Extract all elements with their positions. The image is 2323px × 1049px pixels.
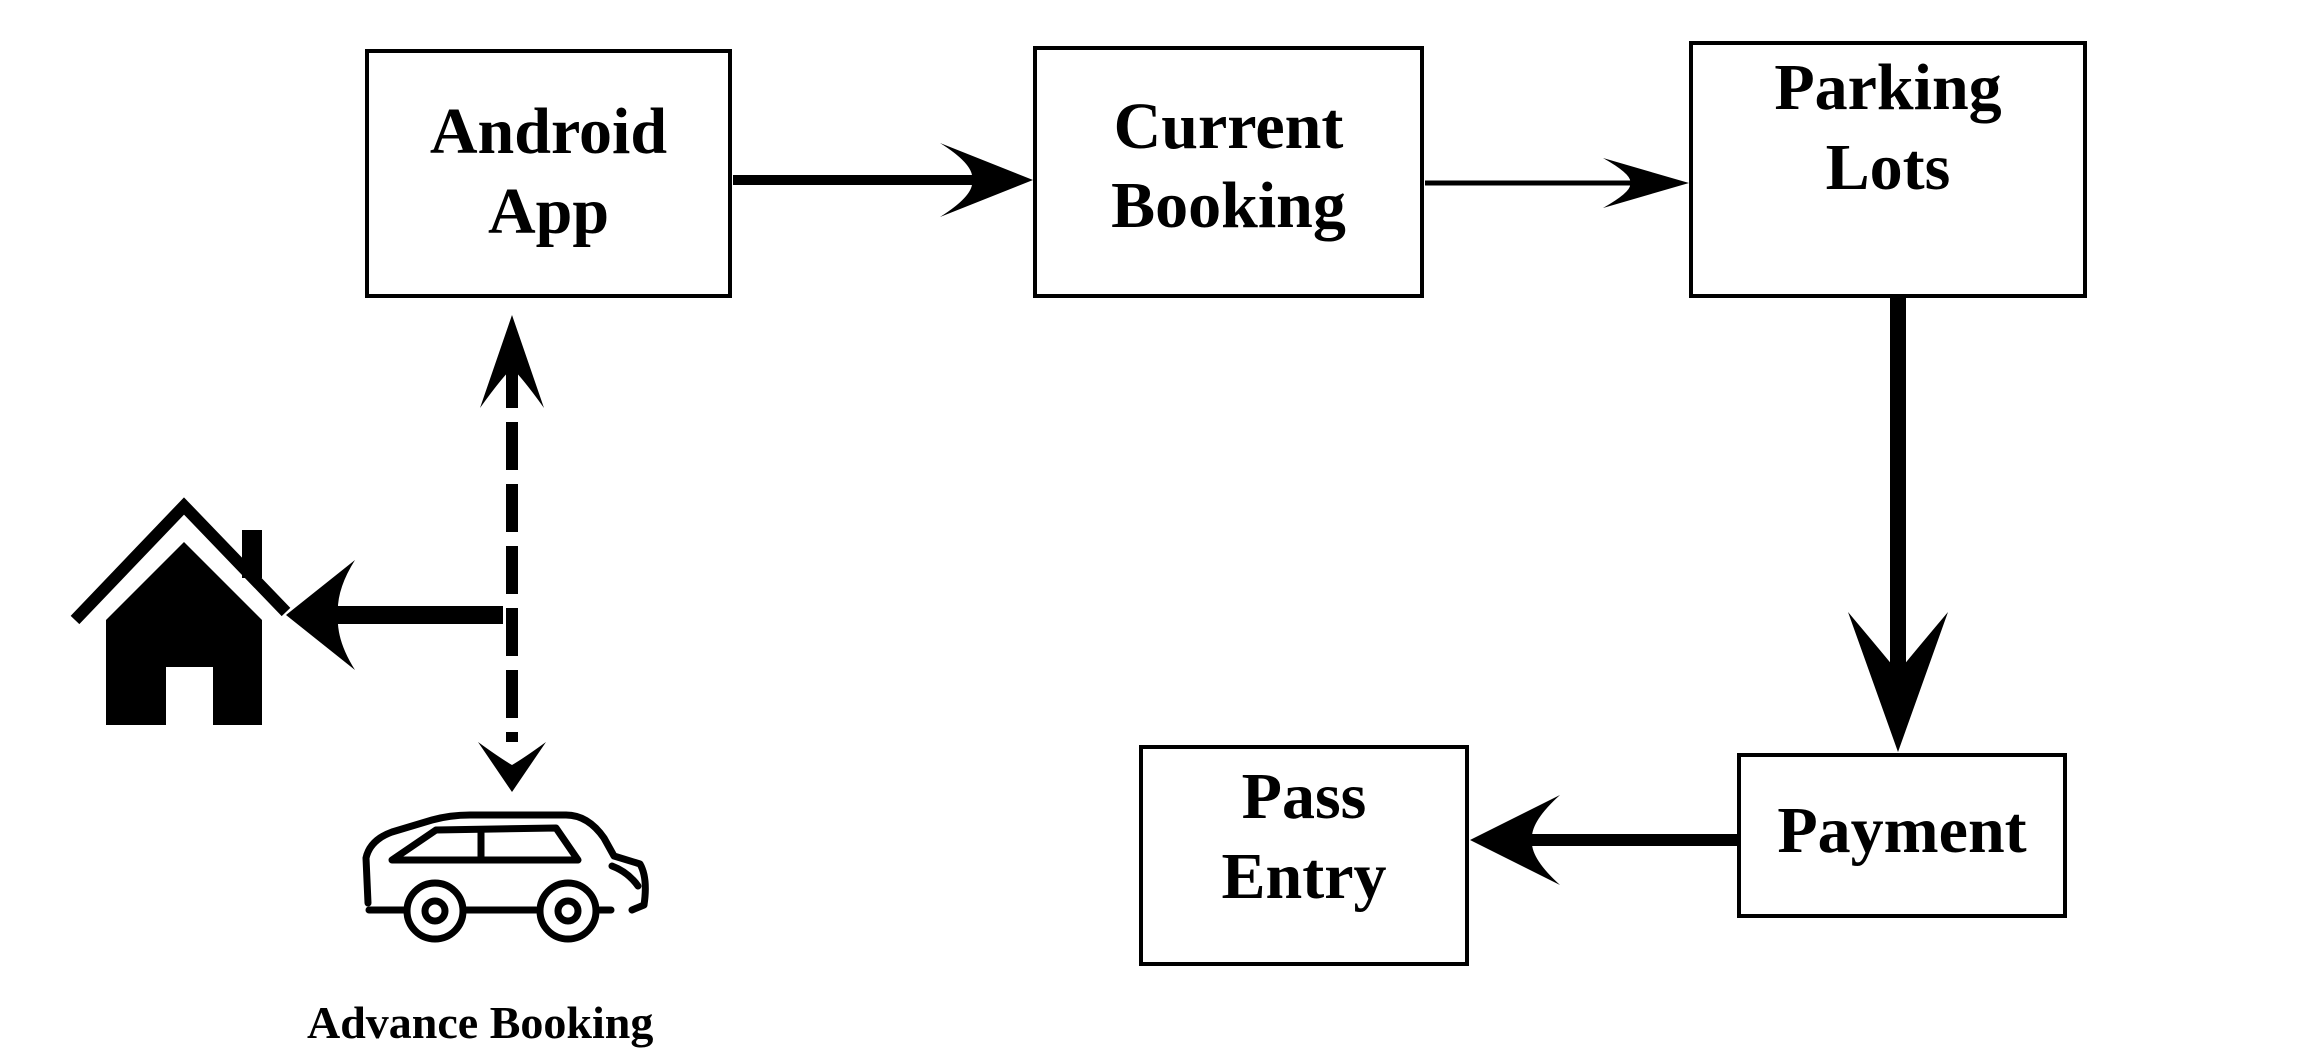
android-app-node: Android App <box>365 49 732 298</box>
arrow-payment-to-pass-entry <box>1470 795 1737 885</box>
parking-lots-label: Parking Lots <box>1774 51 2002 204</box>
payment-label: Payment <box>1777 793 2027 867</box>
advance-booking-label: Advance Booking <box>307 997 654 1048</box>
pass-entry-node: Pass Entry <box>1139 745 1469 966</box>
arrow-android-to-current <box>733 143 1033 217</box>
parking-lots-node: Parking Lots <box>1689 41 2087 298</box>
house-icon <box>70 497 291 725</box>
arrow-parking-to-payment <box>1848 298 1948 752</box>
arrow-current-to-parking <box>1425 158 1689 208</box>
current-booking-node: Current Booking <box>1033 46 1424 298</box>
dashed-advance-booking-link <box>478 315 546 792</box>
arrow-to-home <box>286 560 503 670</box>
car-icon <box>362 811 649 943</box>
payment-node: Payment <box>1737 753 2067 918</box>
current-booking-label: Current Booking <box>1111 89 1346 242</box>
pass-entry-label: Pass Entry <box>1221 760 1387 913</box>
android-app-label: Android App <box>429 95 668 248</box>
